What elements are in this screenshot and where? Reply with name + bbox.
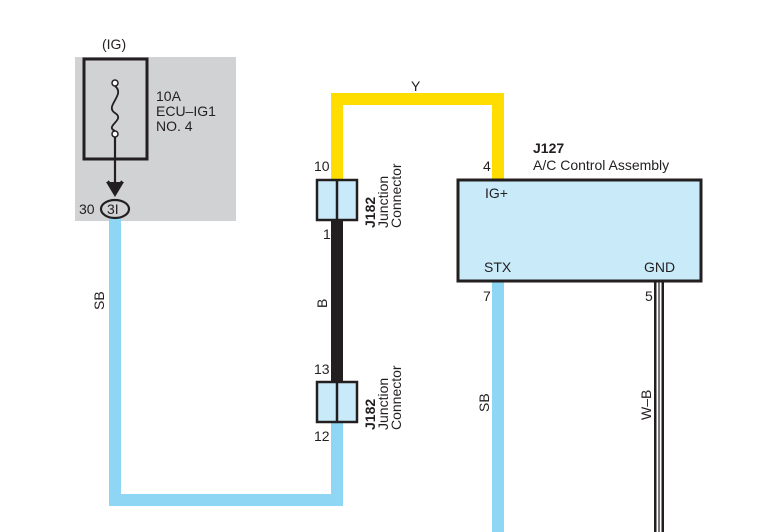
terminal-stx-label: STX bbox=[484, 259, 512, 275]
svg-text:Connector: Connector bbox=[388, 365, 404, 430]
ac-control-assembly[interactable] bbox=[456, 178, 703, 283]
svg-text:Junction: Junction bbox=[375, 378, 391, 430]
wires bbox=[109, 93, 664, 532]
wire-y-top[interactable] bbox=[331, 93, 504, 180]
wire-sb-right-label: SB bbox=[476, 393, 492, 412]
ac-control-name: A/C Control Assembly bbox=[533, 157, 669, 173]
wire-y-label: Y bbox=[411, 78, 421, 94]
terminal-ig-label: IG+ bbox=[485, 185, 508, 201]
connector-3i-label: 3I bbox=[107, 201, 119, 217]
junction-bottom-label: J182 Junction Connector bbox=[362, 365, 404, 430]
junction-connector-bottom[interactable] bbox=[315, 380, 359, 424]
junction-top-label: J182 Junction Connector bbox=[362, 163, 404, 228]
svg-text:J182: J182 bbox=[362, 197, 378, 228]
fuse-name-label: ECU–IG1 bbox=[156, 103, 216, 119]
terminal-gnd-label: GND bbox=[644, 259, 675, 275]
wire-sb-left-label: SB bbox=[91, 291, 107, 310]
junction-bottom-pin-lower: 12 bbox=[314, 428, 330, 444]
relay-box-background bbox=[75, 57, 236, 221]
ac-control-id: J127 bbox=[533, 140, 564, 156]
svg-text:J182: J182 bbox=[362, 399, 378, 430]
wire-wb-label: W–B bbox=[638, 390, 654, 420]
fuse-rating-label: 10A bbox=[156, 88, 182, 104]
pin-gnd-number: 5 bbox=[645, 288, 653, 304]
fuse-number-label: NO. 4 bbox=[156, 118, 193, 134]
pin-stx-number: 7 bbox=[483, 288, 491, 304]
pin-ig-number: 4 bbox=[483, 158, 491, 174]
svg-text:Connector: Connector bbox=[388, 163, 404, 228]
junction-top-pin-upper: 10 bbox=[314, 158, 330, 174]
fuse-pin-number: 30 bbox=[79, 201, 95, 217]
junction-bottom-pin-upper: 13 bbox=[314, 361, 330, 377]
junction-top-pin-lower: 1 bbox=[323, 226, 331, 242]
wire-sb-left[interactable] bbox=[109, 213, 343, 506]
power-source-label: (IG) bbox=[102, 36, 126, 52]
wire-b-label: B bbox=[314, 299, 330, 308]
connector-3i-oval[interactable] bbox=[99, 198, 131, 220]
junction-connector-top[interactable] bbox=[315, 178, 359, 222]
fuse-icon bbox=[82, 57, 149, 197]
svg-text:Junction: Junction bbox=[375, 176, 391, 228]
